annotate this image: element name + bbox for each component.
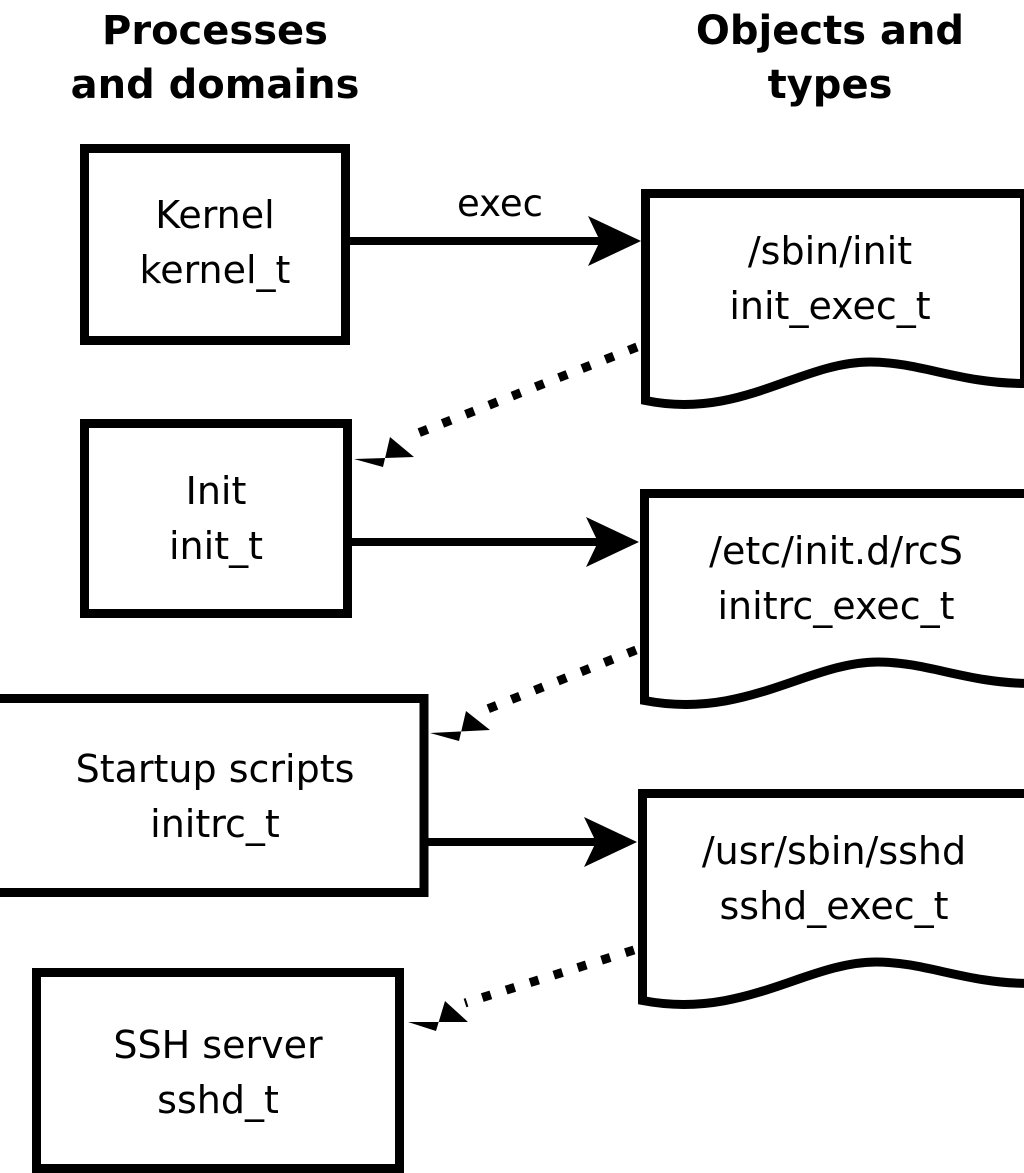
column-heading-objects: Objects and types (696, 8, 964, 108)
edge-sshd-exec-to-sshd (408, 945, 636, 1031)
edge-line-initrc-transition (483, 645, 638, 715)
object-doc-initrc-exec[interactable] (640, 489, 1024, 709)
object-doc-init-exec[interactable] (641, 189, 1024, 409)
process-type-sshd: sshd_t (157, 1078, 279, 1122)
object-type-initrc-exec: initrc_exec_t (718, 584, 955, 628)
object-node-sshd-exec[interactable]: /usr/sbin/sshd sshd_exec_t (638, 789, 1024, 1009)
object-type-init-exec: init_exec_t (729, 284, 930, 328)
heading-right-line2: types (768, 62, 893, 108)
process-node-initrc[interactable]: Startup scripts initrc_t (0, 694, 429, 897)
process-node-init[interactable]: Init init_t (80, 419, 352, 618)
object-path-init-exec: /sbin/init (748, 229, 912, 273)
process-name-sshd: SSH server (113, 1023, 323, 1067)
object-node-init-exec[interactable]: /sbin/init init_exec_t (641, 189, 1024, 409)
object-node-initrc-exec[interactable]: /etc/init.d/rcS initrc_exec_t (640, 489, 1024, 709)
edge-label-exec: exec (457, 182, 543, 225)
object-type-sshd-exec: sshd_exec_t (719, 884, 948, 928)
arrowhead-exec (588, 216, 641, 266)
heading-right-line1: Objects and (696, 8, 964, 54)
edge-line-sshd-transition (463, 945, 636, 1008)
arrowhead-initrc-transition (430, 711, 490, 741)
process-box-sshd[interactable] (32, 968, 404, 1173)
column-heading-processes: Processes and domains (71, 8, 360, 108)
process-box-initrc[interactable] (0, 694, 429, 897)
process-node-kernel[interactable]: Kernel kernel_t (80, 144, 350, 345)
object-doc-sshd-exec[interactable] (638, 789, 1024, 1009)
object-path-initrc-exec: /etc/init.d/rcS (709, 529, 963, 573)
edge-kernel-to-init-exec: exec (350, 182, 641, 266)
arrowhead-init-exec-rcs (586, 517, 639, 567)
edge-init-exec-to-init (354, 342, 639, 467)
process-node-sshd[interactable]: SSH server sshd_t (32, 968, 404, 1173)
heading-left-line2: and domains (71, 62, 360, 108)
arrowhead-sshd-transition (408, 1001, 468, 1031)
process-type-kernel: kernel_t (140, 248, 291, 292)
process-type-initrc: initrc_t (150, 802, 280, 846)
process-box-init[interactable] (80, 419, 352, 618)
process-name-init: Init (186, 469, 247, 513)
heading-left-line1: Processes (102, 8, 328, 54)
process-name-kernel: Kernel (155, 193, 274, 237)
edge-initrc-to-sshd-exec (428, 817, 637, 867)
arrowhead-initrc-exec-sshd (584, 817, 637, 867)
process-type-init: init_t (169, 524, 263, 568)
object-path-sshd-exec: /usr/sbin/sshd (702, 829, 966, 873)
arrowhead-init-transition (354, 437, 414, 467)
edge-initrc-exec-to-initrc (430, 645, 638, 741)
process-name-initrc: Startup scripts (76, 747, 355, 791)
edge-init-to-initrc-exec (352, 517, 639, 567)
edge-line-init-transition (406, 342, 639, 442)
process-box-kernel[interactable] (80, 144, 350, 345)
